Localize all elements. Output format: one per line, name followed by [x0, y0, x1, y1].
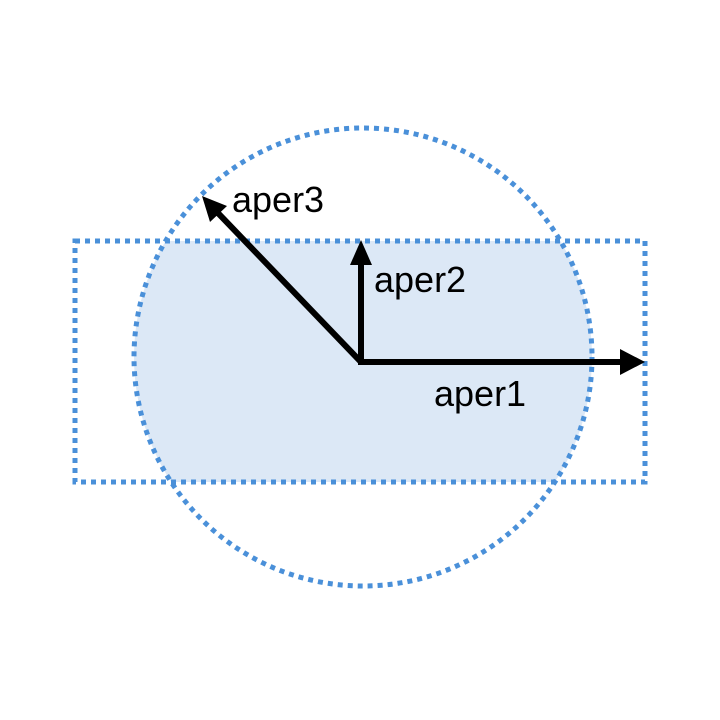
rectangle-aperture-outline: [72, 238, 648, 485]
aper1-arrow: [358, 349, 645, 375]
aper1-label: aper1: [434, 373, 526, 414]
circle-aperture-outline: [131, 125, 595, 589]
aper2-arrow: [350, 240, 372, 364]
aper3-arrow: [202, 196, 364, 365]
aper2-label: aper2: [374, 259, 466, 300]
aper3-label: aper3: [232, 179, 324, 220]
